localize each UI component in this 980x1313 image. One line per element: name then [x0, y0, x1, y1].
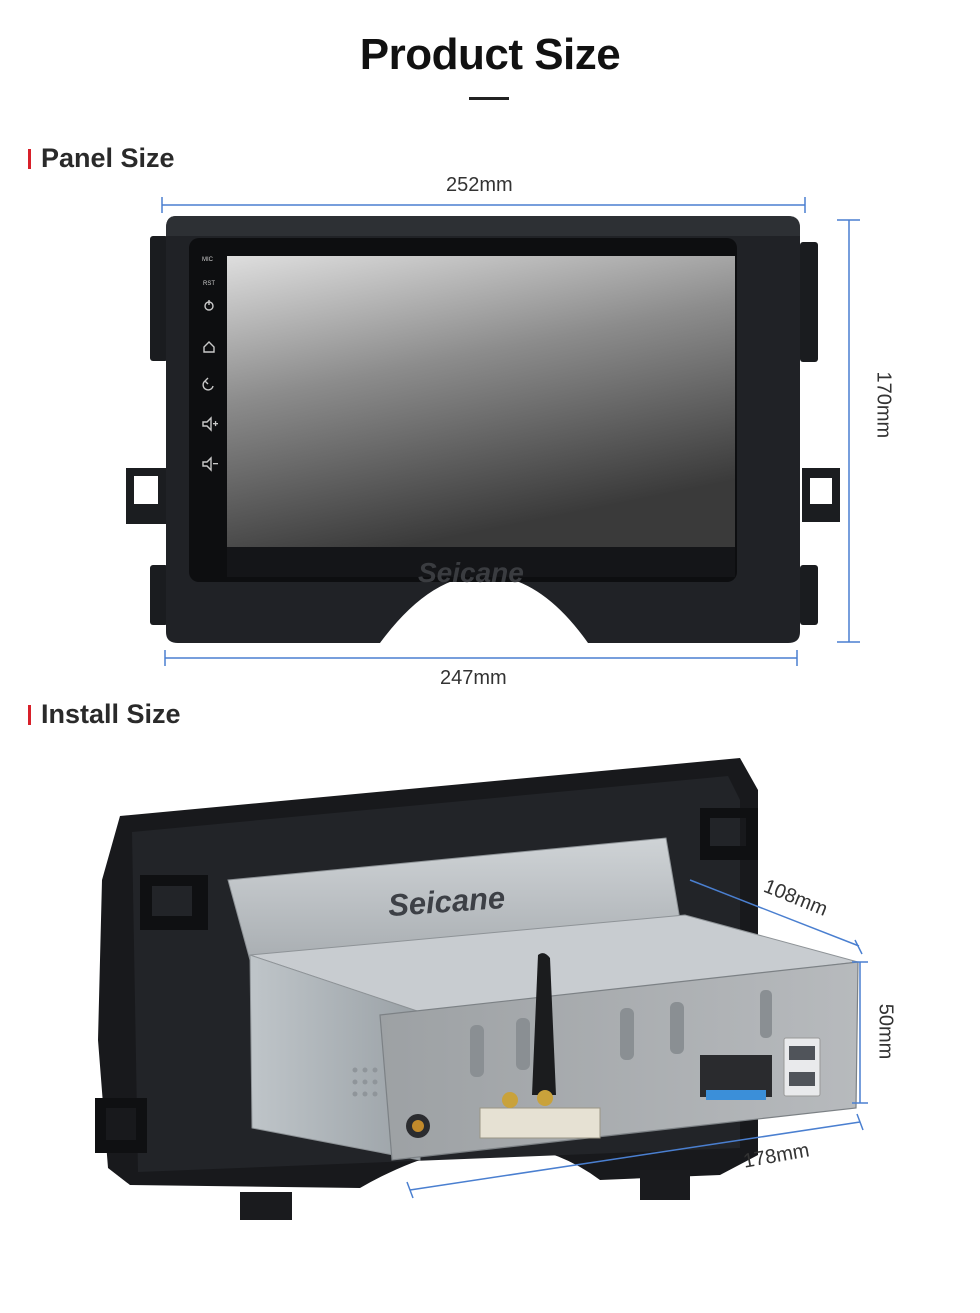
dimension-line-top: [161, 197, 806, 213]
dimension-line-height: [852, 961, 868, 1104]
panel-size-heading-text: Panel Size: [41, 143, 175, 173]
panel-size-heading: Panel Size: [28, 143, 175, 174]
install-size-heading: Install Size: [28, 699, 181, 730]
install-size-heading-text: Install Size: [41, 699, 181, 729]
dimension-line-depth: [689, 879, 863, 955]
panel-brand-watermark: Seicane: [418, 557, 524, 588]
mic-label: MIC: [202, 257, 213, 263]
dimension-line-bottom: [164, 650, 798, 666]
title-underline: [469, 97, 509, 100]
section-marker: [28, 704, 31, 725]
install-height-label: 50mm: [874, 1003, 897, 1060]
dimension-line-width: [406, 1113, 864, 1199]
page-title: Product Size: [359, 30, 621, 79]
head-unit-back-view: [95, 758, 859, 1220]
section-marker: [28, 148, 31, 169]
panel-height-label: 170mm: [872, 371, 895, 439]
dimension-line-right: [837, 219, 860, 643]
rst-label: RST: [203, 281, 215, 287]
panel-width-bottom-label: 247mm: [440, 667, 507, 689]
head-unit-panel: [126, 216, 840, 643]
panel-width-top-label: 252mm: [446, 174, 513, 196]
